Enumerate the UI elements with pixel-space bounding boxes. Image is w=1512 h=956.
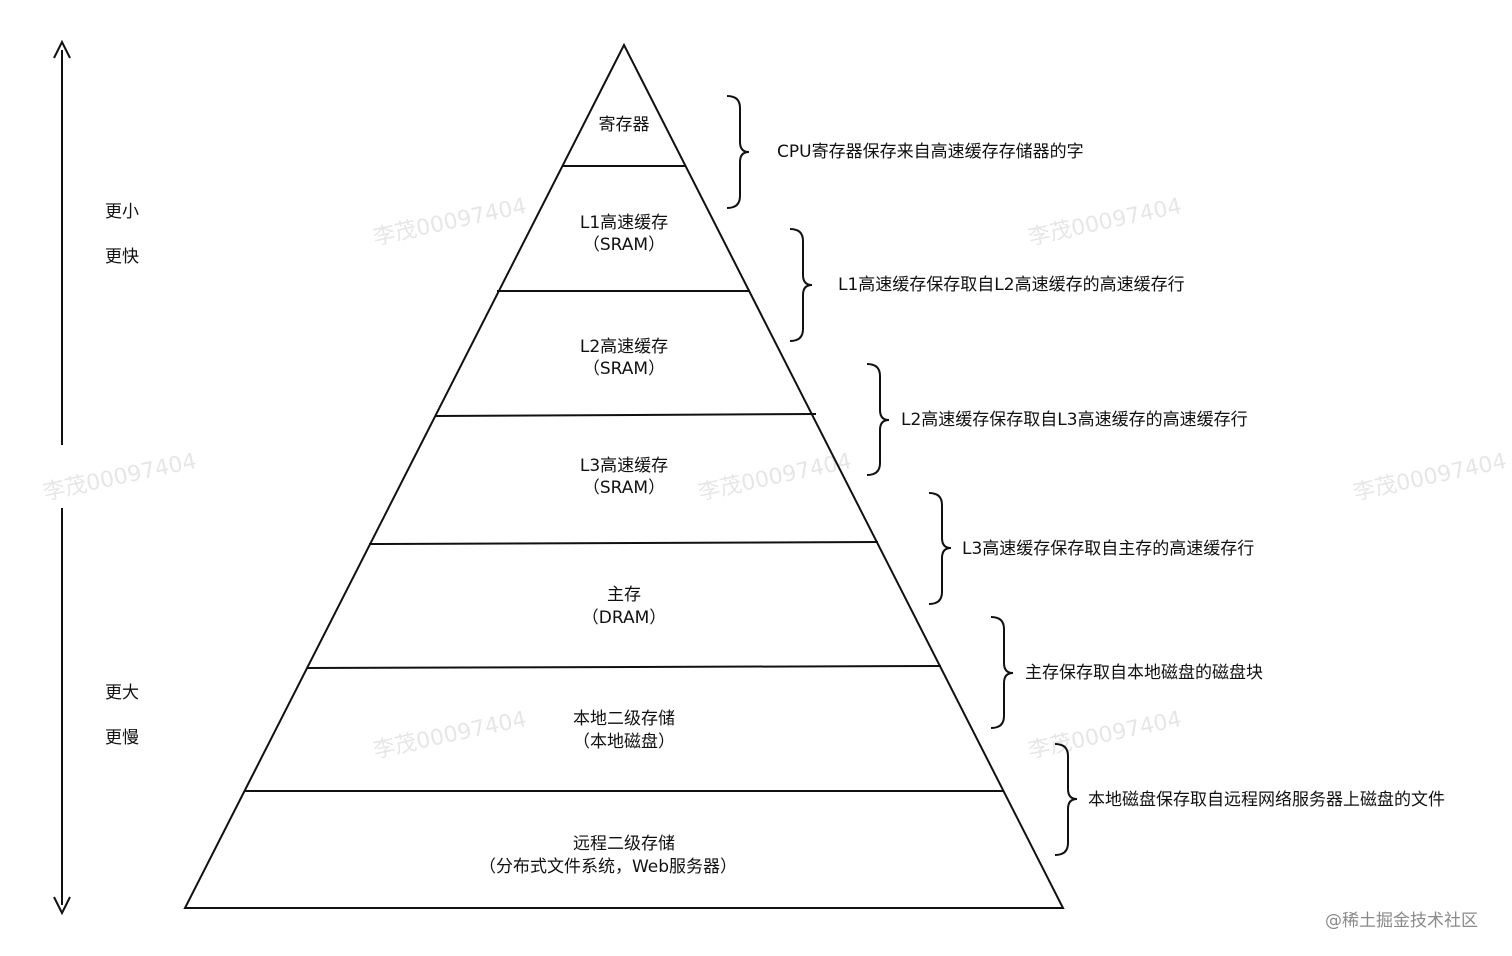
curly-brace-icon bbox=[866, 363, 890, 476]
note-l2-cache: L2高速缓存保存取自L3高速缓存的高速缓存行 bbox=[901, 410, 1248, 430]
pyramid bbox=[183, 42, 1065, 909]
watermark: 李茂00097404 bbox=[1026, 707, 1184, 764]
watermark: 李茂00097404 bbox=[696, 449, 854, 506]
watermarks: 李茂00097404 李茂00097404 李茂00097404 李茂00097… bbox=[41, 194, 1509, 764]
size-speed-axis: 更小 更快 更大 更慢 bbox=[53, 39, 139, 916]
note-l3-cache: L3高速缓存保存取自主存的高速缓存行 bbox=[962, 539, 1254, 559]
watermark: 李茂00097404 bbox=[1351, 449, 1509, 506]
notes: CPU寄存器保存来自高速缓存存储器的字 L1高速缓存保存取自L2高速缓存的高速缓… bbox=[777, 142, 1445, 810]
axis-label-faster: 更快 bbox=[105, 247, 139, 267]
level-remote-storage: 远程二级存储 bbox=[573, 834, 675, 854]
note-l1-cache: L1高速缓存保存取自L2高速缓存的高速缓存行 bbox=[838, 275, 1185, 295]
curly-brace-icon bbox=[789, 228, 813, 342]
axis-label-smaller: 更小 bbox=[105, 202, 139, 222]
level-remote-storage-tech: （分布式文件系统，Web服务器） bbox=[479, 857, 737, 877]
level-l3-cache: L3高速缓存 bbox=[580, 456, 668, 476]
curly-brace-icon bbox=[726, 95, 750, 209]
level-main-memory-tech: （DRAM） bbox=[582, 608, 667, 628]
note-main-memory: 主存保存取自本地磁盘的磁盘块 bbox=[1025, 663, 1263, 683]
axis-arrow-up-icon bbox=[53, 39, 71, 59]
site-credit: @稀土掘金技术社区 bbox=[1325, 911, 1478, 931]
axis-label-larger: 更大 bbox=[105, 683, 139, 703]
level-local-storage: 本地二级存储 bbox=[573, 709, 675, 729]
brace-notes bbox=[726, 95, 1078, 856]
note-local-disk: 本地磁盘保存取自远程网络服务器上磁盘的文件 bbox=[1088, 790, 1445, 810]
axis-arrow-down-icon bbox=[53, 896, 71, 916]
level-main-memory: 主存 bbox=[607, 585, 641, 605]
curly-brace-icon bbox=[990, 616, 1014, 729]
pyramid-outline bbox=[183, 42, 1065, 909]
level-l3-tech: （SRAM） bbox=[583, 478, 665, 498]
level-l1-cache: L1高速缓存 bbox=[580, 213, 668, 233]
level-registers: 寄存器 bbox=[599, 115, 650, 135]
watermark: 李茂00097404 bbox=[371, 707, 529, 764]
tier-divider bbox=[368, 541, 879, 545]
level-l2-cache: L2高速缓存 bbox=[580, 337, 668, 357]
curly-brace-icon bbox=[928, 492, 952, 605]
level-l1-tech: （SRAM） bbox=[583, 235, 665, 255]
watermark: 李茂00097404 bbox=[371, 194, 529, 251]
level-labels: 寄存器 L1高速缓存 （SRAM） L2高速缓存 （SRAM） L3高速缓存 （… bbox=[479, 115, 737, 877]
watermark: 李茂00097404 bbox=[1026, 194, 1184, 251]
curly-brace-icon bbox=[1054, 743, 1078, 856]
tier-divider bbox=[306, 665, 942, 669]
note-registers: CPU寄存器保存来自高速缓存存储器的字 bbox=[777, 142, 1084, 162]
watermark: 李茂00097404 bbox=[41, 449, 199, 506]
axis-label-slower: 更慢 bbox=[105, 727, 139, 748]
level-l2-tech: （SRAM） bbox=[583, 359, 665, 379]
level-local-storage-tech: （本地磁盘） bbox=[573, 732, 675, 752]
tier-divider bbox=[434, 413, 817, 417]
